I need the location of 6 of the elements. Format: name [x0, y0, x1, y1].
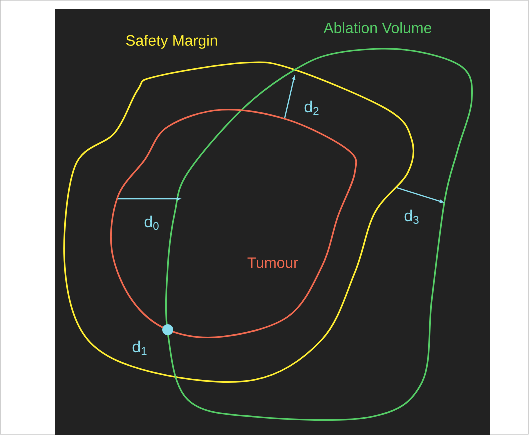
- distance-label: d$_{2}$: [304, 100, 319, 116]
- node-label: Safety Margin: [126, 35, 218, 49]
- distance-label: d$_{1}$: [132, 340, 147, 356]
- distance-label: d$_{3}$: [404, 210, 419, 224]
- distance-label: d$_{0}$: [144, 216, 159, 230]
- node-label: Ablation Volume: [324, 22, 432, 34]
